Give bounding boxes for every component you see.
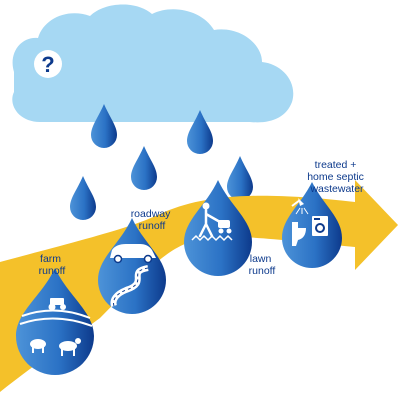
raindrop: [70, 176, 96, 220]
lawn-mower-person-icon: [191, 202, 233, 242]
raindrop: [91, 104, 117, 148]
washer-toilet-shower-icon: [291, 198, 328, 246]
treated-label-line2: home septic: [307, 171, 364, 183]
svg-text:roadway runoff: roadway runoff: [131, 208, 174, 232]
svg-text:farm runoff: farm runoff: [39, 253, 66, 277]
farm-runoff-drop: farm runoff: [16, 253, 94, 375]
raindrop: [227, 156, 253, 200]
roadway-runoff-drop: roadway runoff: [98, 208, 174, 314]
roadway-label-line2: runoff: [139, 220, 166, 232]
raindrop: [187, 110, 213, 154]
svg-text:treated + home septic: treated + home septic wastewater: [307, 159, 367, 195]
question-mark: ?: [41, 52, 54, 77]
car-road-icon: [110, 244, 156, 307]
farm-label-line1: farm: [40, 253, 61, 265]
question-mark-icon: [34, 50, 62, 78]
farm-label-line2: runoff: [39, 265, 66, 277]
lawn-label-line1: lawn: [250, 253, 272, 265]
lawn-runoff-drop: lawn runoff: [184, 180, 275, 277]
svg-text:lawn runoff: lawn runoff: [249, 253, 276, 277]
rain-drops: [70, 104, 253, 220]
cloud: ?: [12, 4, 294, 123]
treated-label-line3: wastewater: [309, 183, 364, 195]
treated-label-line1: treated +: [315, 159, 357, 171]
lawn-label-line2: runoff: [249, 265, 276, 277]
roadway-label-line1: roadway: [131, 208, 171, 220]
farm-scene-icon: [19, 298, 93, 356]
treated-wastewater-drop: treated + home septic wastewater: [282, 159, 367, 268]
raindrop: [131, 146, 157, 190]
